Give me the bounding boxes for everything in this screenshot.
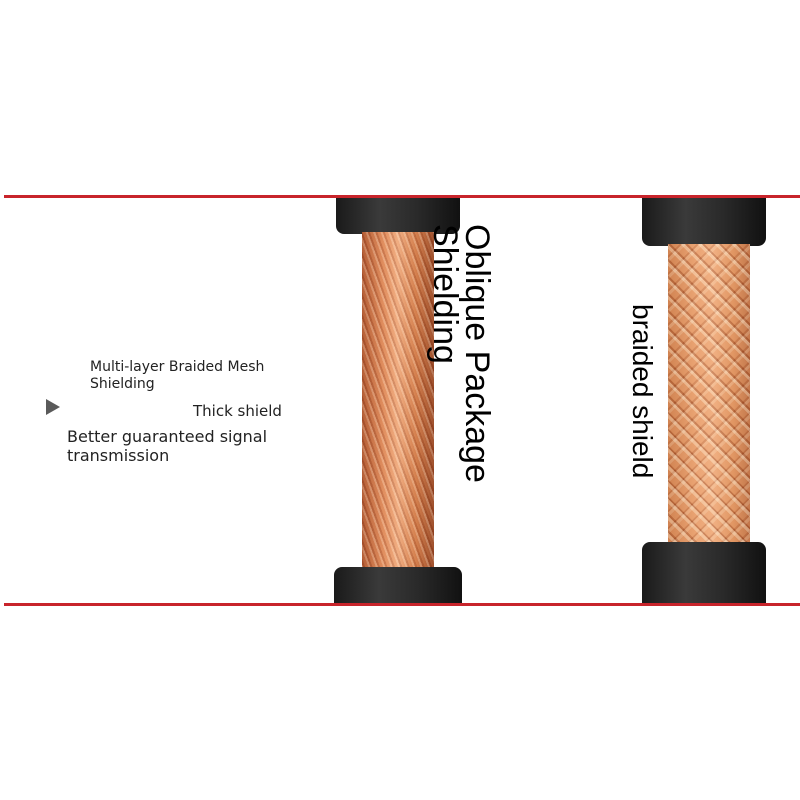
multi-layer-mesh-text: Multi-layer Braided Mesh Shielding xyxy=(90,359,265,392)
signal-transmission-text: Better guaranteed signal transmission xyxy=(67,427,268,465)
cable-jacket-top xyxy=(642,198,766,246)
bottom-red-divider xyxy=(4,603,800,606)
top-red-divider xyxy=(4,195,800,198)
spiral-copper-shield xyxy=(362,232,434,570)
triangle-right-icon xyxy=(46,399,60,415)
cable-jacket-bottom xyxy=(642,542,766,603)
shielding-label: Shielding xyxy=(426,224,464,364)
oblique-package-label: Oblique Package xyxy=(458,224,496,483)
cable-jacket-top xyxy=(336,198,460,234)
braided-copper-shield xyxy=(668,244,750,554)
thick-shield-text: Thick shield xyxy=(193,402,282,420)
braided-shield-label: braided shield xyxy=(627,304,658,479)
cable-jacket-bottom xyxy=(334,567,462,603)
